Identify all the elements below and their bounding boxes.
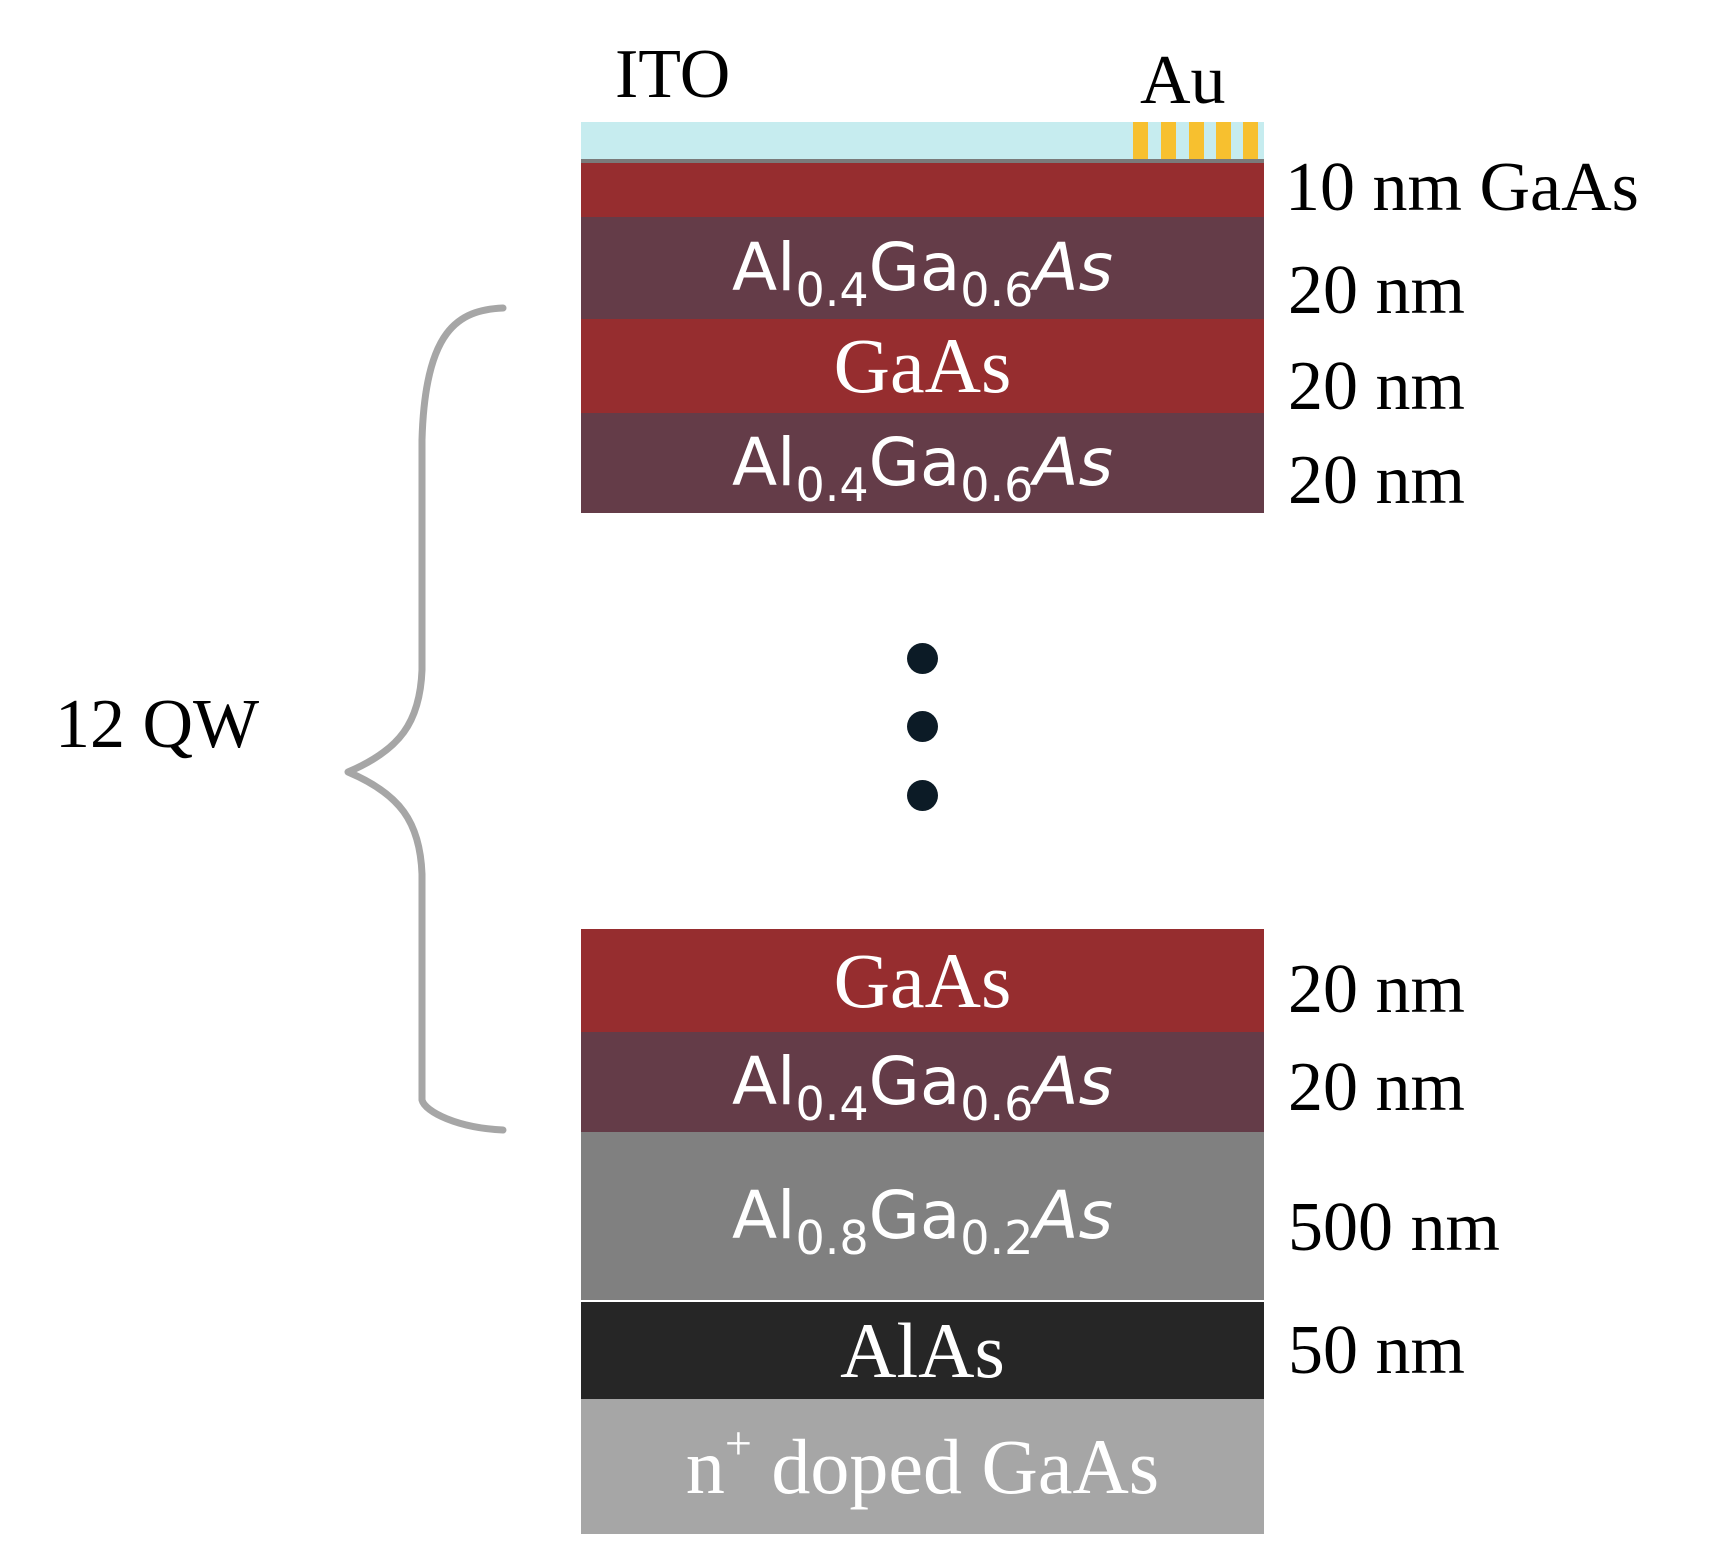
well-layer-top: GaAs bbox=[581, 319, 1264, 413]
au-label: Au bbox=[1140, 42, 1226, 119]
ellipsis-dot bbox=[907, 780, 938, 811]
layer-formula: Al0.8Ga0.2As bbox=[732, 1177, 1113, 1265]
barrier-top-2-thickness: 20 nm bbox=[1288, 442, 1465, 519]
cladding-layer: Al0.8Ga0.2As bbox=[581, 1132, 1264, 1300]
layer-name: GaAs bbox=[833, 936, 1012, 1024]
ellipsis-dot bbox=[907, 643, 938, 674]
well-layer-bottom: GaAs bbox=[581, 929, 1264, 1032]
sacrificial-thickness: 50 nm bbox=[1288, 1312, 1465, 1389]
substrate-layer: n+ doped GaAs bbox=[581, 1399, 1264, 1534]
layer-formula: Al0.4Ga0.6As bbox=[732, 424, 1113, 512]
sacrificial-layer-alas: AlAs bbox=[581, 1302, 1264, 1399]
ito-label: ITO bbox=[615, 36, 731, 113]
layer-name: n+ doped GaAs bbox=[685, 1416, 1160, 1510]
au-contact-finger bbox=[1161, 122, 1176, 159]
cap-layer-gaas bbox=[581, 163, 1264, 217]
well-top-thickness: 20 nm bbox=[1288, 348, 1465, 425]
au-contact-finger bbox=[1216, 122, 1231, 159]
layer-name: GaAs bbox=[833, 322, 1012, 409]
ito-interface-line bbox=[581, 159, 1264, 163]
au-contact-finger bbox=[1243, 122, 1258, 159]
qw-count-label: 12 QW bbox=[55, 686, 260, 763]
well-bottom-thickness: 20 nm bbox=[1288, 951, 1465, 1028]
cladding-thickness: 500 nm bbox=[1288, 1189, 1500, 1266]
barrier-bottom-thickness: 20 nm bbox=[1288, 1049, 1465, 1126]
layer-separator bbox=[581, 1300, 1264, 1302]
layer-formula: Al0.4Ga0.6As bbox=[732, 229, 1113, 317]
layer-name: AlAs bbox=[840, 1306, 1005, 1394]
au-contact-finger bbox=[1133, 122, 1148, 159]
layer-formula: Al0.4Ga0.6As bbox=[732, 1043, 1113, 1131]
au-contact-finger bbox=[1189, 122, 1204, 159]
ellipsis-dot bbox=[907, 711, 938, 742]
barrier-layer-top-2: Al0.4Ga0.6As bbox=[581, 413, 1264, 513]
barrier-layer-top-1: Al0.4Ga0.6As bbox=[581, 217, 1264, 319]
ito-layer bbox=[581, 122, 1264, 159]
barrier-layer-bottom: Al0.4Ga0.6As bbox=[581, 1032, 1264, 1132]
qw-group-brace bbox=[344, 304, 507, 1134]
cap-thickness-label: 10 nm GaAs bbox=[1285, 149, 1639, 226]
barrier-top-1-thickness: 20 nm bbox=[1288, 252, 1465, 329]
